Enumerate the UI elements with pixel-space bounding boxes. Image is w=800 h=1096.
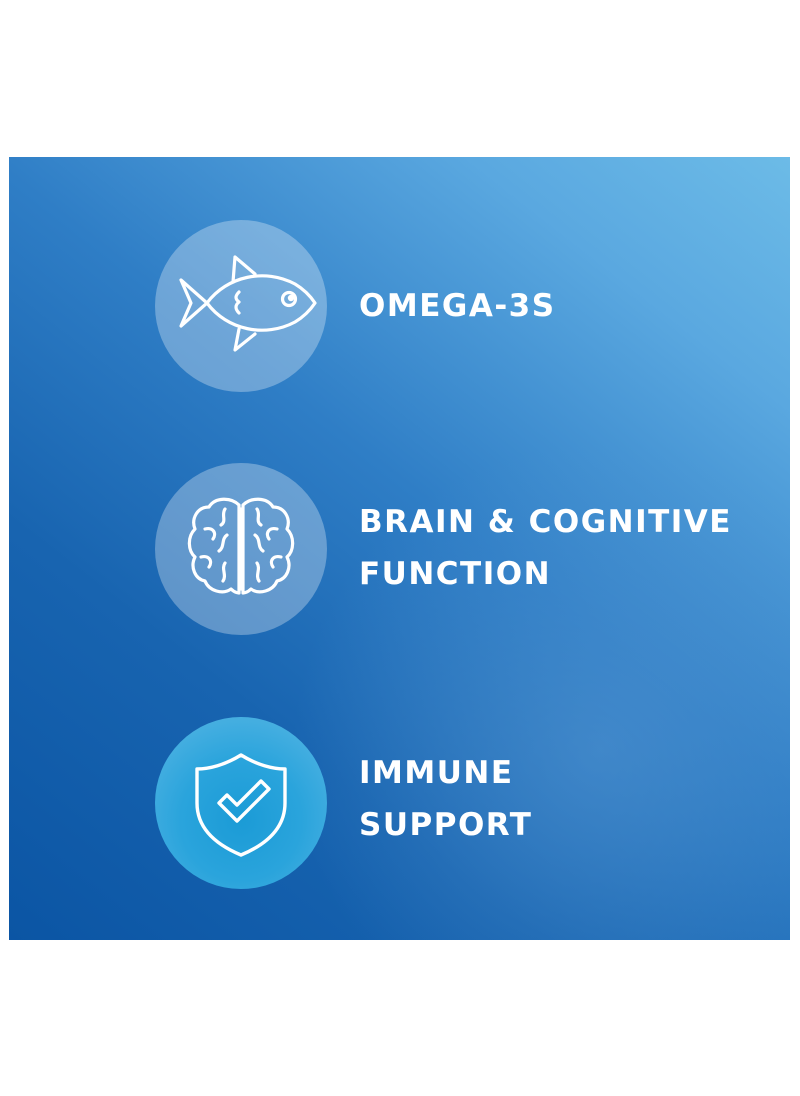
fish-icon-badge bbox=[155, 220, 327, 392]
brain-icon-badge bbox=[155, 463, 327, 635]
brain-icon bbox=[187, 497, 295, 595]
shield-check-icon-badge bbox=[155, 717, 327, 889]
benefit-label: IMMUNE SUPPORT bbox=[359, 755, 533, 843]
fish-icon bbox=[179, 255, 317, 352]
shield-check-icon bbox=[195, 753, 287, 857]
benefit-label: BRAIN & COGNITIVE FUNCTION bbox=[359, 504, 732, 592]
benefit-omega3: OMEGA-3S bbox=[9, 220, 790, 392]
benefit-immune: IMMUNE SUPPORT bbox=[9, 717, 790, 889]
benefit-brain: BRAIN & COGNITIVE FUNCTION bbox=[9, 463, 790, 635]
benefits-panel: OMEGA-3S bbox=[9, 157, 790, 940]
benefit-label: OMEGA-3S bbox=[359, 288, 556, 324]
